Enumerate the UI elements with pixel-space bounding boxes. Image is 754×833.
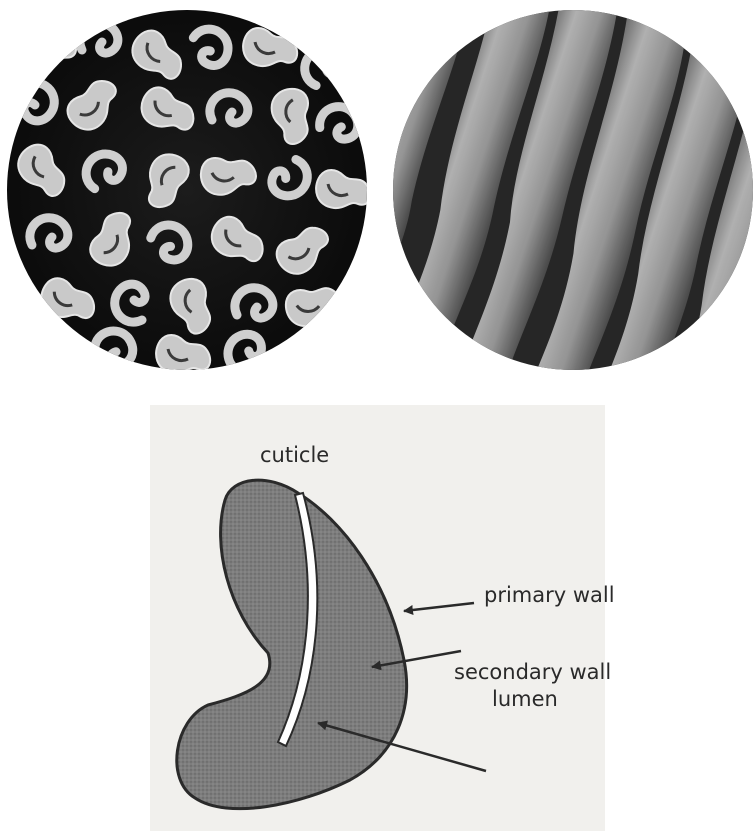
fiber-diagram-drawing: [150, 405, 605, 831]
label-secondary-wall: secondary wall: [454, 660, 611, 684]
label-cuticle: cuticle: [260, 443, 329, 467]
fiber-body: [177, 480, 407, 809]
label-primary-wall: primary wall: [484, 583, 615, 607]
label-lumen: lumen: [492, 687, 558, 711]
longitudinal-micrograph-image: [393, 10, 753, 370]
fiber-cross-section-diagram: cuticle primary wall secondary wall lume…: [150, 405, 605, 831]
primary-wall-arrow: [404, 603, 474, 611]
longitudinal-micrograph: [393, 10, 753, 370]
cross-section-micrograph-image: [7, 10, 367, 370]
cross-section-micrograph: [7, 10, 367, 370]
